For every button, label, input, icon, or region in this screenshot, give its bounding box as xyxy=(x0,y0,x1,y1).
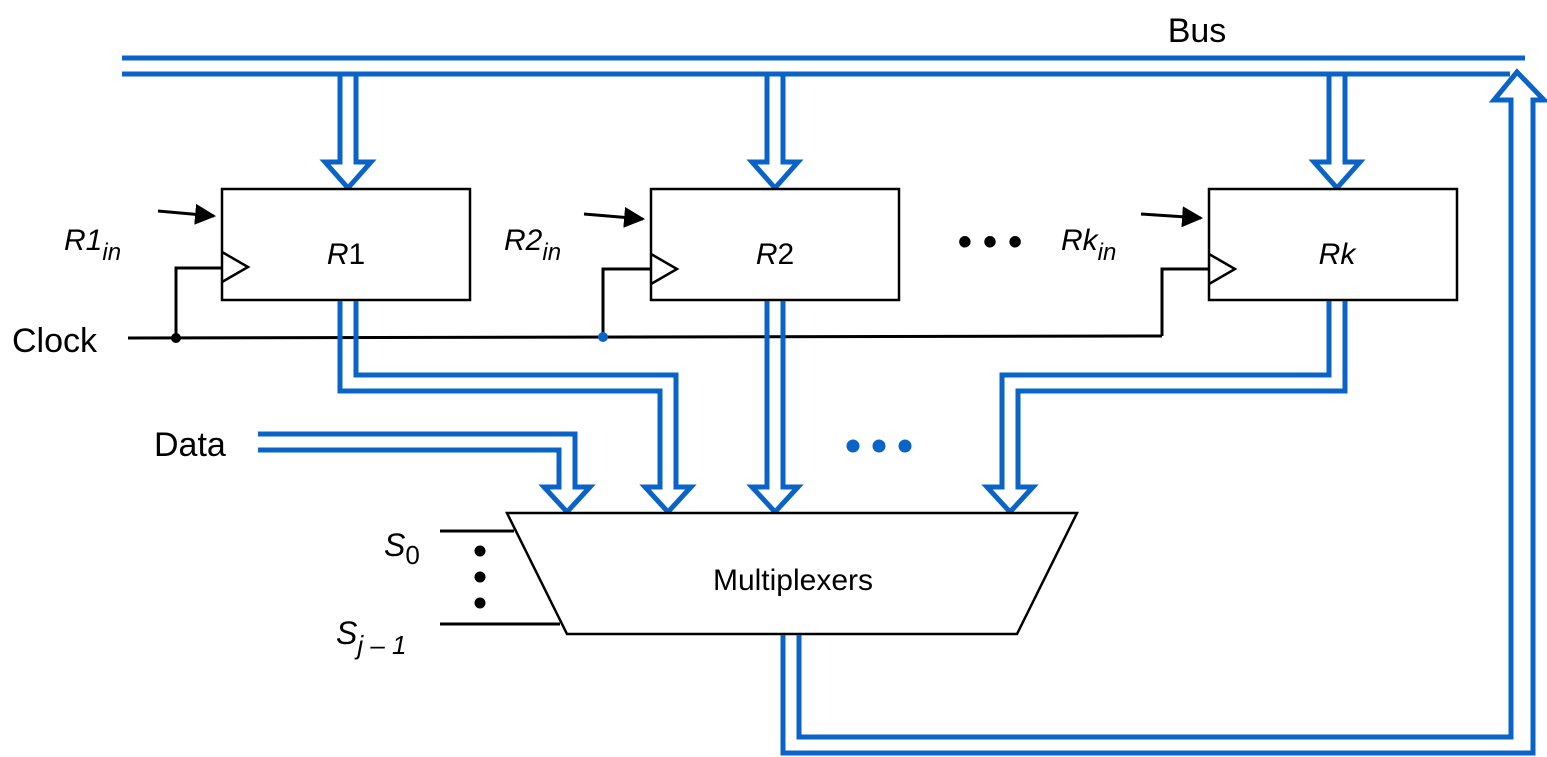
bus-label: Bus xyxy=(1168,12,1227,50)
r2-in-arrow xyxy=(583,206,646,228)
select-lines xyxy=(440,529,560,626)
clock-label: Clock xyxy=(12,322,98,360)
r2-in-subscript: in xyxy=(542,239,561,266)
r1-to-mux-arrow xyxy=(337,301,697,516)
register-r1: R1 xyxy=(220,187,472,302)
r2-to-mux-arrow xyxy=(746,301,804,516)
mux-inputs-ellipsis-icon xyxy=(846,439,912,453)
select-s0-subscript: 0 xyxy=(405,540,419,570)
svg-text:R1: R1 xyxy=(327,238,365,271)
rk-in-arrow xyxy=(1140,206,1204,228)
select-s0-label: S xyxy=(384,527,405,563)
register-rk-name: Rk xyxy=(1319,238,1358,271)
bus-to-rk-arrow xyxy=(1308,76,1366,192)
rk-in-input: Rkin xyxy=(1061,206,1204,266)
rk-in-label: Rk xyxy=(1061,224,1100,257)
r1-in-arrow xyxy=(157,203,217,225)
r1-in-subscript: in xyxy=(102,239,121,266)
select-ellipsis-icon xyxy=(474,545,486,609)
svg-text:Rkin: Rkin xyxy=(1061,224,1116,266)
data-label: Data xyxy=(154,426,226,464)
bus-to-r1-arrow xyxy=(319,76,377,192)
r1-in-label: R1 xyxy=(64,224,102,257)
svg-text:S0: S0 xyxy=(384,527,420,570)
svg-text:R2in: R2in xyxy=(504,224,561,266)
r2-in-input: R2in xyxy=(504,206,646,266)
rk-in-subscript: in xyxy=(1098,239,1117,266)
data-to-mux-arrow xyxy=(258,431,596,516)
r2-in-label: R2 xyxy=(504,224,543,257)
bus-to-r2-arrow xyxy=(746,76,804,192)
select-sj-label: S xyxy=(336,615,357,651)
bus-line xyxy=(122,55,1525,77)
svg-text:R2: R2 xyxy=(756,238,794,271)
clock-wire xyxy=(127,266,1209,340)
r1-in-input: R1in xyxy=(64,203,217,266)
mux-to-bus-arrow xyxy=(780,68,1547,756)
register-rk: Rk xyxy=(1207,187,1459,302)
register-r2-name: R xyxy=(756,238,778,271)
multiplexer-label: Multiplexers xyxy=(713,564,873,597)
register-r2-suffix: 2 xyxy=(777,238,794,271)
svg-text:Sj – 1: Sj – 1 xyxy=(336,615,407,660)
rk-to-mux-arrow xyxy=(981,301,1348,516)
register-r2: R2 xyxy=(649,187,901,302)
clock-junction-r1 xyxy=(171,333,181,343)
registers-ellipsis: • • • xyxy=(958,220,1022,264)
svg-text:R1in: R1in xyxy=(64,224,121,266)
multiplexer-block xyxy=(504,511,1080,636)
clock-junction-r2 xyxy=(598,332,608,342)
register-r1-name: R xyxy=(327,238,349,271)
register-r1-suffix: 1 xyxy=(348,238,365,271)
select-sj-subscript: j – 1 xyxy=(354,630,406,660)
